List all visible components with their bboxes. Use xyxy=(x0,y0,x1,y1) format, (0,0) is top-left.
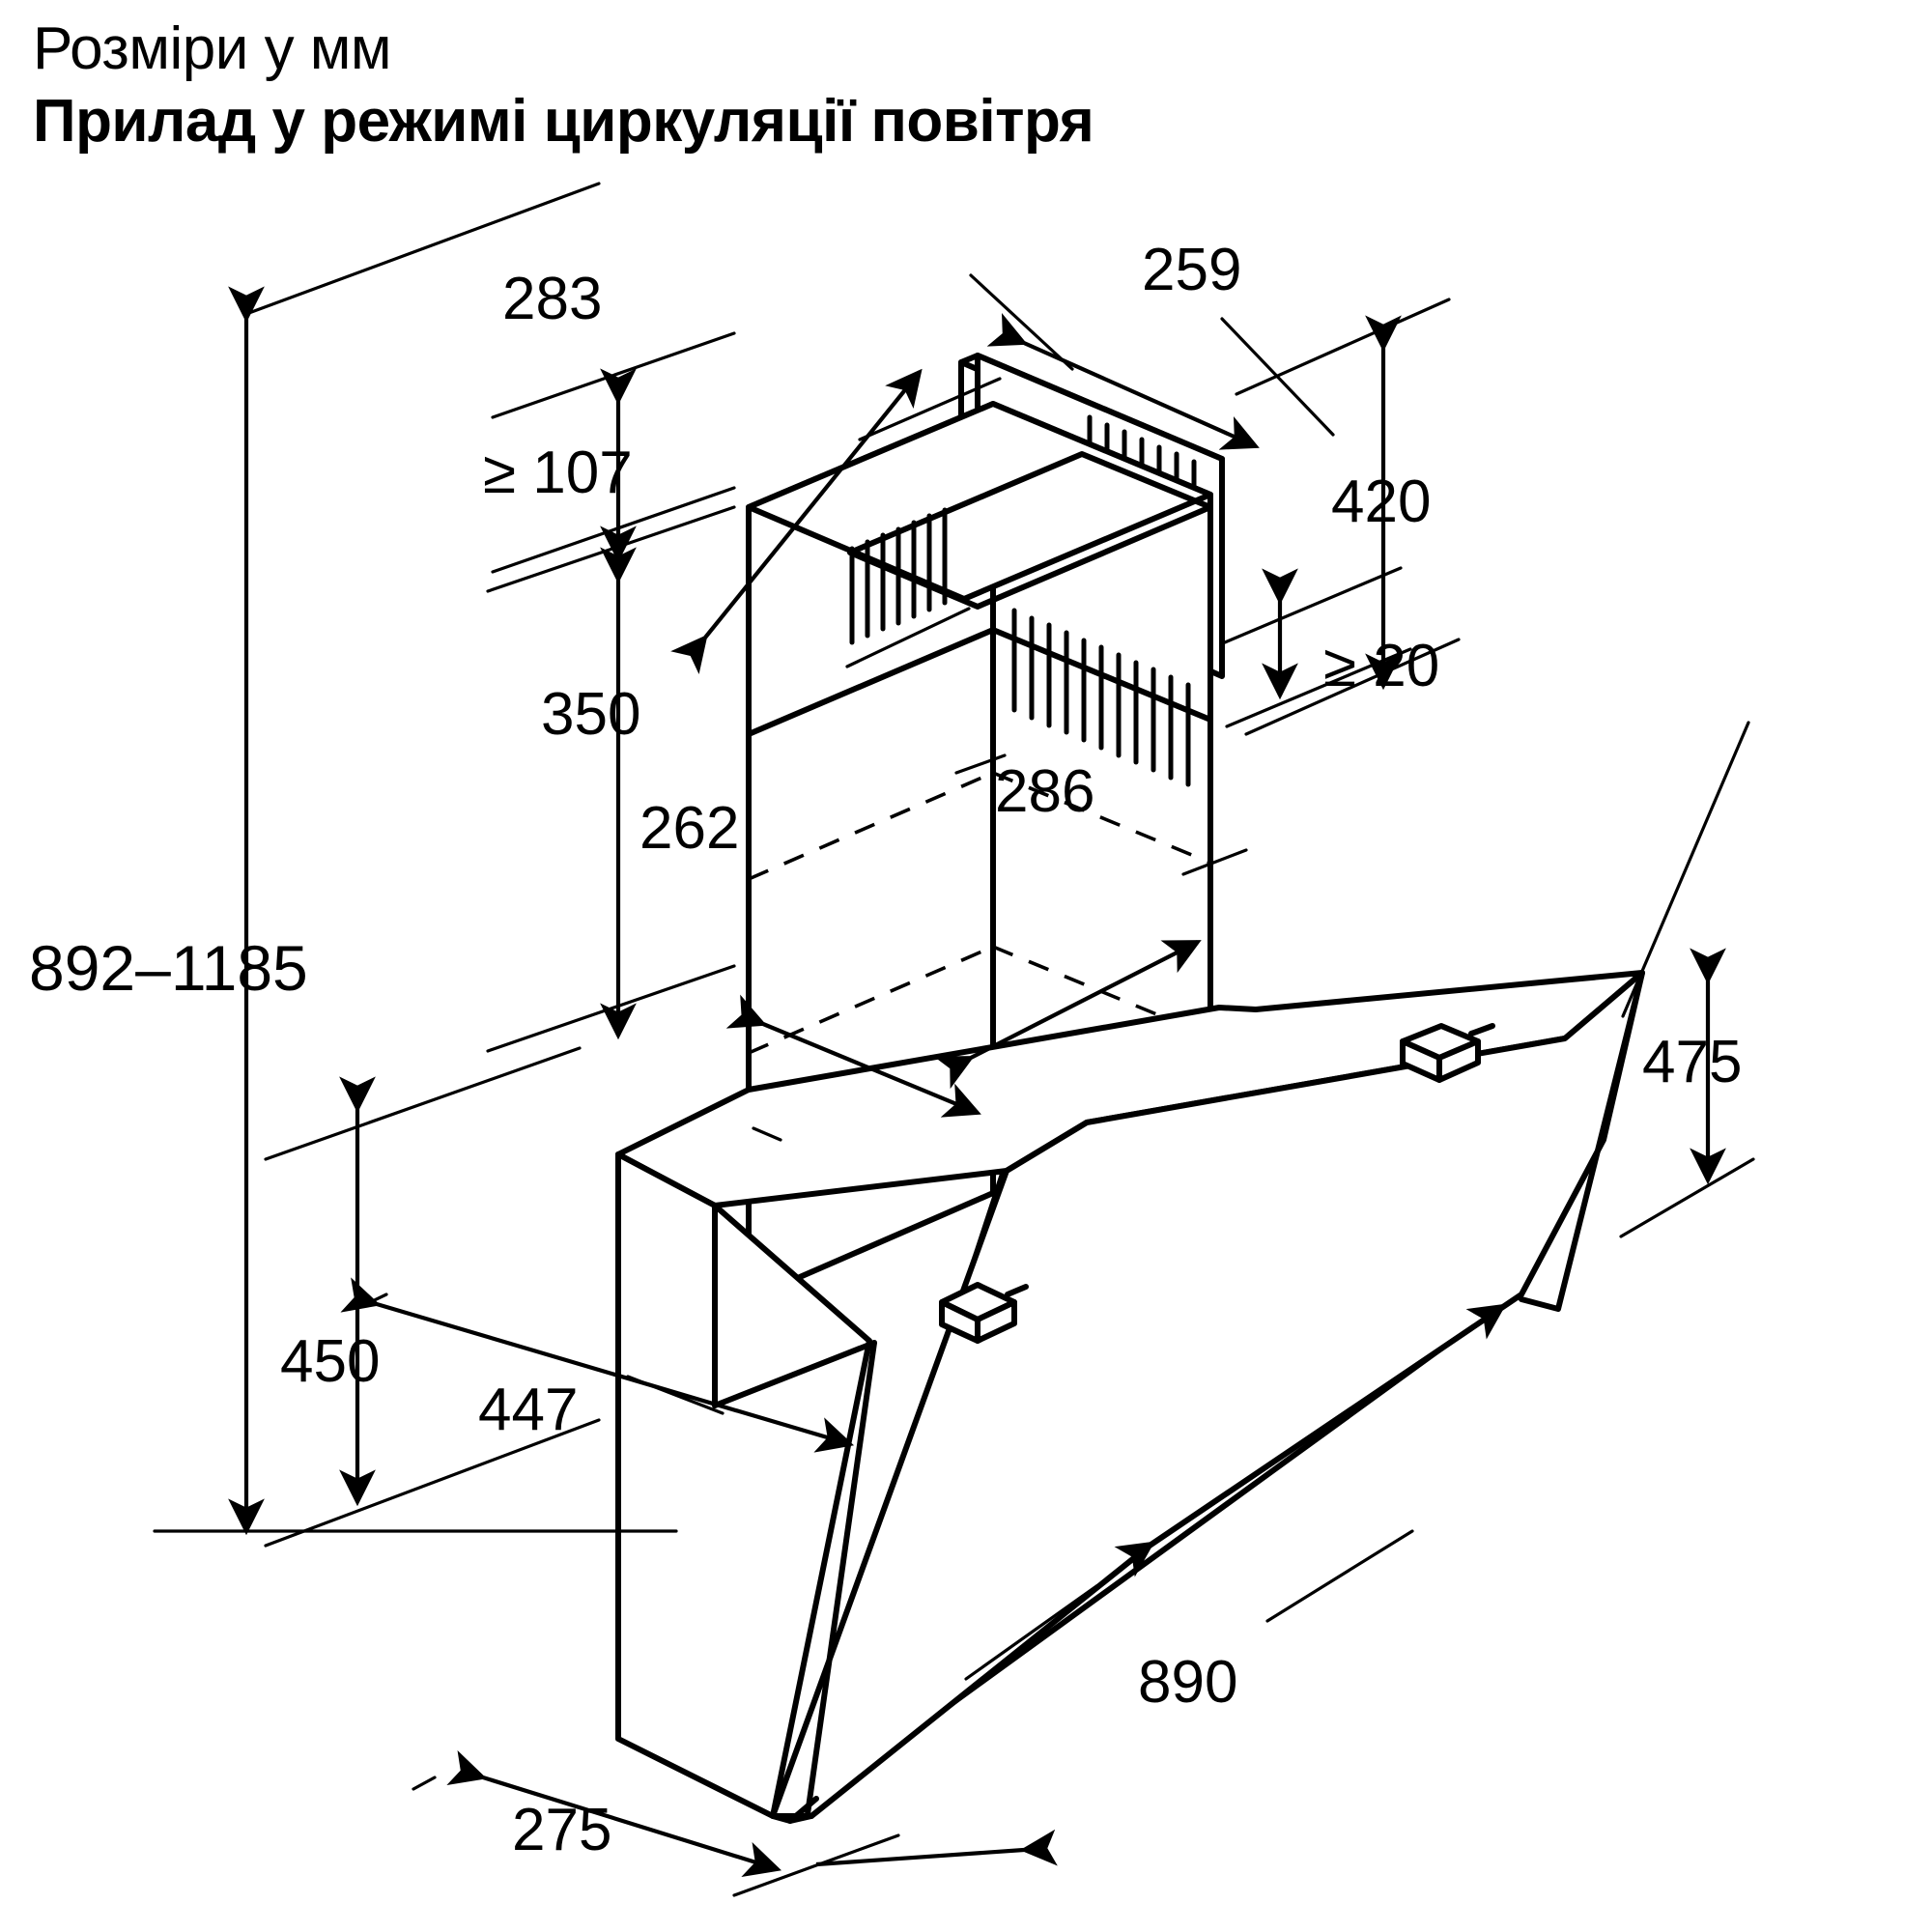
dim-label-20: ≥ 20 xyxy=(1323,633,1439,699)
dim-label-286: 286 xyxy=(995,758,1094,825)
dim-chimney-top-depth xyxy=(670,368,1002,675)
dim-label-283: 283 xyxy=(502,266,602,332)
dim-hood-side-depth xyxy=(340,1277,855,1453)
dim-label-475: 475 xyxy=(1642,1029,1742,1095)
title-block: Розміри у мм Прилад у режимі циркуляції … xyxy=(33,15,1094,155)
mode-title: Прилад у режимі циркуляції повітря xyxy=(33,87,1094,155)
chimney-joint-line-right xyxy=(990,627,1213,723)
chimney-inner-opening xyxy=(847,451,1213,610)
control-button-lower[interactable] xyxy=(939,1282,1029,1344)
dim-label-262: 262 xyxy=(639,795,739,862)
dim-wall-gap xyxy=(1223,566,1412,728)
appliance-body-group xyxy=(615,353,1645,1824)
dim-label-420: 420 xyxy=(1331,469,1431,535)
dim-panel-width xyxy=(964,1303,1507,1681)
units-title: Розміри у мм xyxy=(33,15,392,82)
dim-label-259: 259 xyxy=(1142,237,1241,303)
dim-label-275: 275 xyxy=(512,1797,611,1863)
dim-canopy-height xyxy=(1619,721,1755,1238)
dim-body-width xyxy=(725,994,981,1142)
dim-label-890: 890 xyxy=(1138,1649,1237,1716)
dim-label-450: 450 xyxy=(280,1328,380,1395)
chimney-joint-line-front xyxy=(746,627,996,737)
dim-label-total-height: 892–1185 xyxy=(29,932,308,1004)
dim-body-depth xyxy=(933,753,1248,1090)
chimney-hidden-line-2 xyxy=(992,771,1211,865)
dim-label-447: 447 xyxy=(478,1377,578,1443)
dim-label-350: 350 xyxy=(541,681,640,748)
chimney-hidden-line-1 xyxy=(748,771,994,881)
dim-label-107: ≥ 107 xyxy=(483,440,633,506)
chimney-interior-slats-right xyxy=(1011,608,1191,787)
dim-total-height xyxy=(153,182,678,1536)
glass-panel-bevel-1 xyxy=(805,1340,877,1817)
dim-chimney-height xyxy=(1235,298,1461,736)
control-button-upper[interactable] xyxy=(1400,1023,1495,1083)
dim-lower-chimney xyxy=(486,505,736,1053)
dim-front-depth xyxy=(412,1749,1058,1897)
dim-hood-body-height xyxy=(264,1046,601,1548)
glass-panel-right-corner xyxy=(1519,970,1645,1312)
dim-upper-clearance xyxy=(491,331,736,574)
